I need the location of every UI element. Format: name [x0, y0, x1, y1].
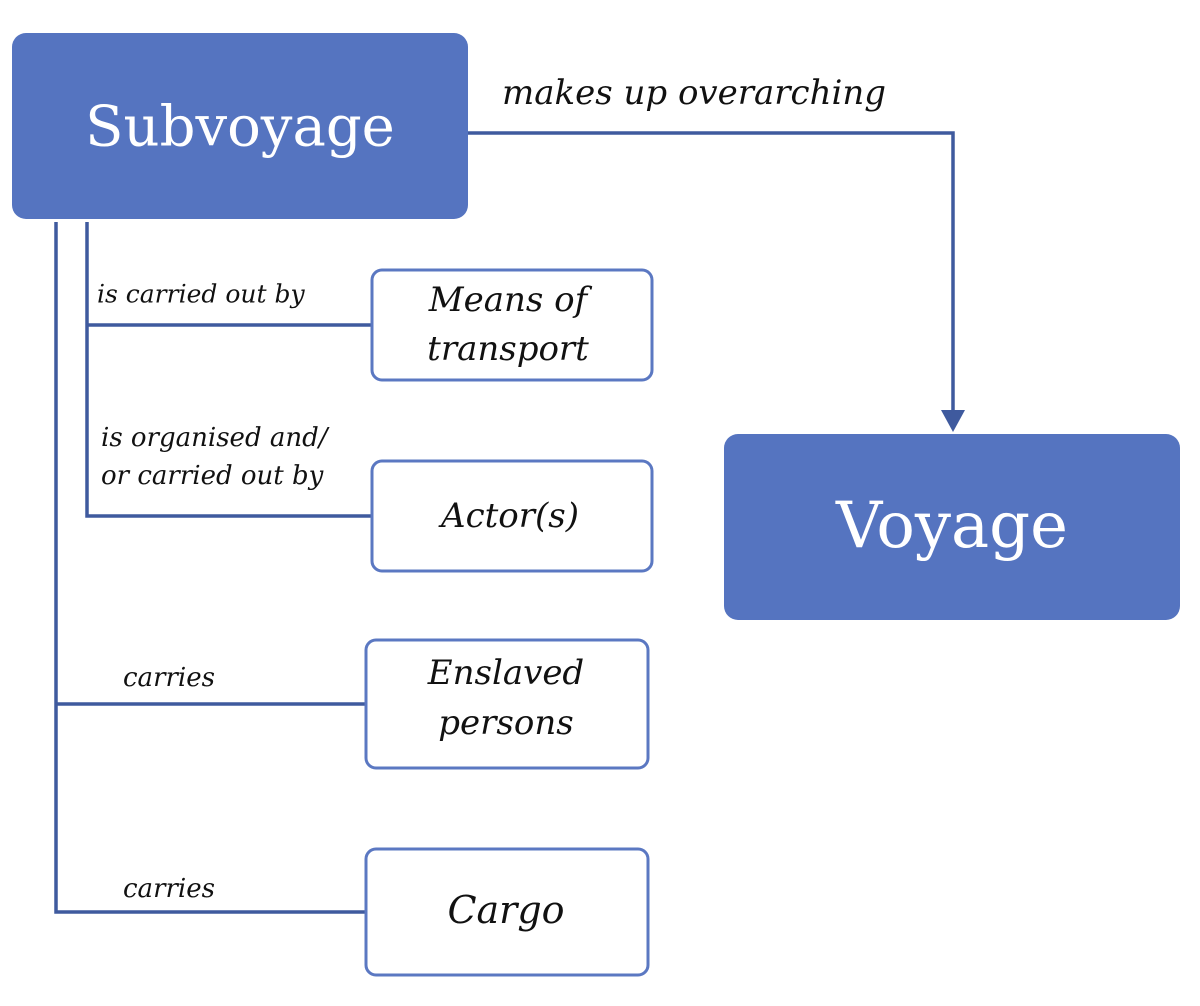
node-enslaved-persons-line1: Enslaved [427, 653, 584, 693]
node-voyage-box [724, 434, 1180, 620]
node-means-of-transport-line1: Means of [428, 280, 593, 320]
node-cargo-box [364, 847, 650, 977]
node-subvoyage-box [12, 33, 468, 219]
node-actors-box [370, 459, 654, 573]
node-subvoyage-label: Subvoyage [85, 95, 395, 160]
node-voyage: Voyage [724, 434, 1180, 620]
connector-branch-outer [54, 222, 366, 914]
edge-label-organised-line1: is organised and/ [101, 423, 330, 453]
edge-label-makes-up: makes up overarching [502, 73, 886, 113]
connector-makes-up [468, 131, 955, 412]
node-actors: Actor(s) [370, 459, 654, 573]
connectors [54, 131, 955, 914]
arrow-head [941, 410, 965, 432]
edge-label-organised-line2: or carried out by [101, 461, 324, 491]
node-means-of-transport: Means of transport [370, 268, 654, 382]
node-voyage-label: Voyage [835, 489, 1068, 563]
node-actors-label: Actor(s) [438, 496, 579, 536]
edge-label-carries-cargo: carries [123, 874, 215, 904]
node-cargo-label: Cargo [447, 888, 564, 932]
node-means-of-transport-box [370, 268, 654, 382]
edge-label-carried-out-by: is carried out by [97, 280, 305, 309]
node-enslaved-persons-line2: persons [438, 703, 573, 743]
node-enslaved-persons-box [364, 638, 650, 770]
node-enslaved-persons: Enslaved persons [364, 638, 650, 770]
node-subvoyage: Subvoyage [12, 33, 468, 219]
edge-label-carries-persons: carries [123, 663, 215, 693]
node-cargo: Cargo [364, 847, 650, 977]
node-means-of-transport-line2: transport [427, 329, 589, 369]
connector-branch-inner [85, 222, 372, 518]
